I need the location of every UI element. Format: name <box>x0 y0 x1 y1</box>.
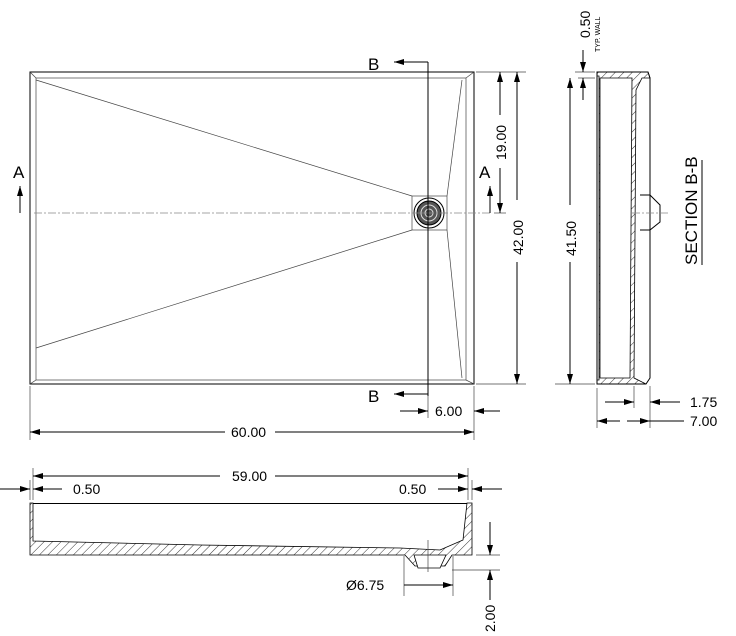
dim-overall-width: 60.00 <box>231 424 266 440</box>
tray-inner-rim <box>35 77 467 381</box>
dim-wall: 0.50 <box>577 11 593 38</box>
section-mark-b-top: B <box>368 55 379 74</box>
plan-view: B B A A 19.00 42.00 6.00 60.00 <box>13 55 526 440</box>
dim-rim: 1.75 <box>690 394 717 410</box>
slope-lines <box>35 79 463 379</box>
dim-overall-depth: 42.00 <box>510 220 526 255</box>
dim-drain-diameter: Ø6.75 <box>346 577 384 593</box>
section-mark-a-right: A <box>479 163 491 182</box>
dim-drain-offset-x: 6.00 <box>435 403 462 419</box>
dim-drain-offset-y: 19.00 <box>493 125 509 160</box>
dim-inner-width: 59.00 <box>232 468 267 484</box>
dim-drain-drop: 2.00 <box>482 605 498 632</box>
dim-wall-note: TYP. WALL <box>595 16 602 52</box>
dim-height: 7.00 <box>690 413 717 429</box>
dim-left-wall: 0.50 <box>73 481 100 497</box>
section-b-b-title: SECTION B-B <box>682 156 701 265</box>
section-b-b: 0.50 TYP. WALL 41.50 SECTION B-B 1.75 7.… <box>555 11 717 429</box>
section-mark-b-bottom: B <box>368 387 379 406</box>
section-a-a: 59.00 0.50 0.50 Ø6.75 2.00 <box>0 468 502 632</box>
dim-inner-depth: 41.50 <box>563 221 579 256</box>
dim-right-wall: 0.50 <box>399 481 426 497</box>
section-mark-a-left: A <box>13 163 25 182</box>
tray-outline <box>29 71 475 385</box>
